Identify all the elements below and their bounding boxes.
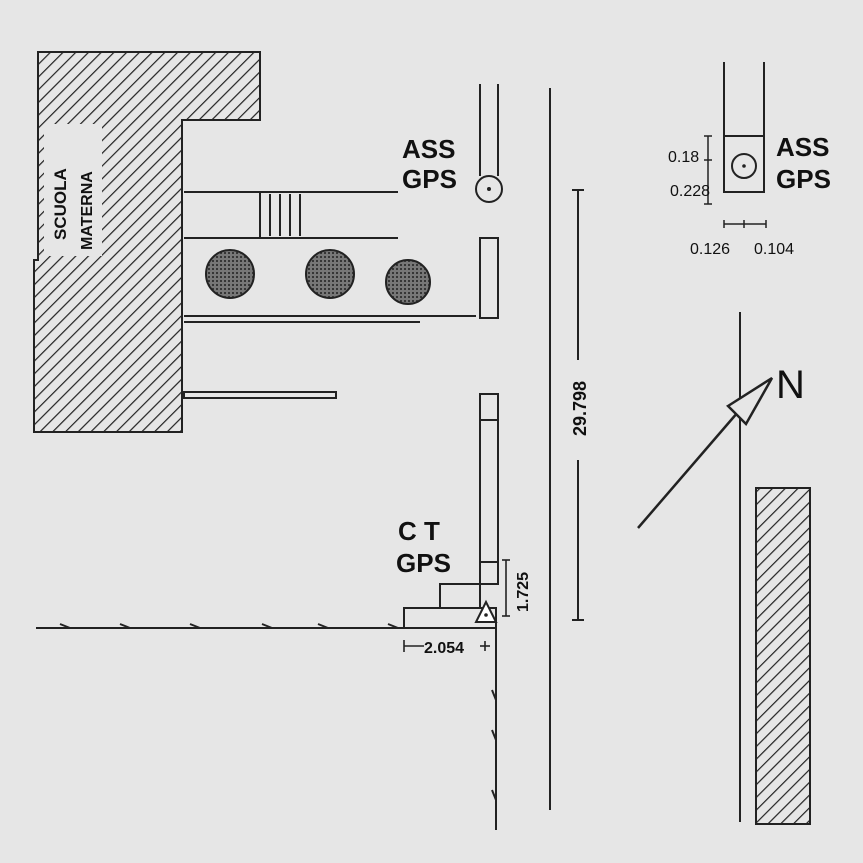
ct-label-line1: C T bbox=[398, 516, 440, 546]
building-outlines bbox=[183, 191, 476, 399]
ass-detail bbox=[723, 62, 765, 193]
ct-horizontal-dimension bbox=[403, 640, 490, 652]
ass-detail-point bbox=[742, 164, 746, 168]
ass-detail-right-value: 0.104 bbox=[754, 241, 794, 258]
right-building bbox=[755, 487, 811, 825]
ass-detail-middle-value: 0.228 bbox=[670, 183, 710, 200]
shrubs bbox=[205, 249, 431, 305]
shrub bbox=[385, 259, 431, 305]
ct-vertical-value: 1.725 bbox=[515, 572, 532, 612]
road-length-dimension bbox=[572, 189, 584, 621]
shrub bbox=[305, 249, 355, 299]
road-lines bbox=[495, 88, 551, 830]
ct-label-line2: GPS bbox=[396, 548, 451, 578]
ass-label-line1: ASS bbox=[402, 134, 455, 164]
ct-gps-triangle bbox=[474, 599, 498, 623]
ass-detail-label-line2: GPS bbox=[776, 164, 831, 194]
ct-gps-point bbox=[484, 613, 488, 617]
road-structures bbox=[479, 84, 499, 585]
ass-label-line2: GPS bbox=[402, 164, 457, 194]
ct-vertical-dimension bbox=[502, 559, 510, 617]
school-label-clear bbox=[44, 124, 102, 256]
road-length-value: 29.798 bbox=[570, 381, 590, 436]
ct-horizontal-value: 2.054 bbox=[424, 640, 464, 657]
ass-detail-top-value: 0.18 bbox=[668, 149, 699, 166]
school-label-line2: MATERNA bbox=[79, 171, 96, 250]
ct-structure bbox=[403, 583, 497, 629]
ass-detail-dimension-ticks bbox=[704, 135, 767, 228]
ass-gps-point bbox=[487, 187, 491, 191]
ass-detail-label-line1: ASS bbox=[776, 132, 829, 162]
school-label-line1: SCUOLA bbox=[51, 168, 70, 240]
ass-detail-left-value: 0.126 bbox=[690, 241, 730, 258]
north-arrow bbox=[637, 376, 774, 529]
shrub bbox=[205, 249, 255, 299]
ass-gps-marker bbox=[475, 175, 503, 203]
north-label: N bbox=[776, 363, 805, 407]
stairs bbox=[269, 194, 301, 236]
